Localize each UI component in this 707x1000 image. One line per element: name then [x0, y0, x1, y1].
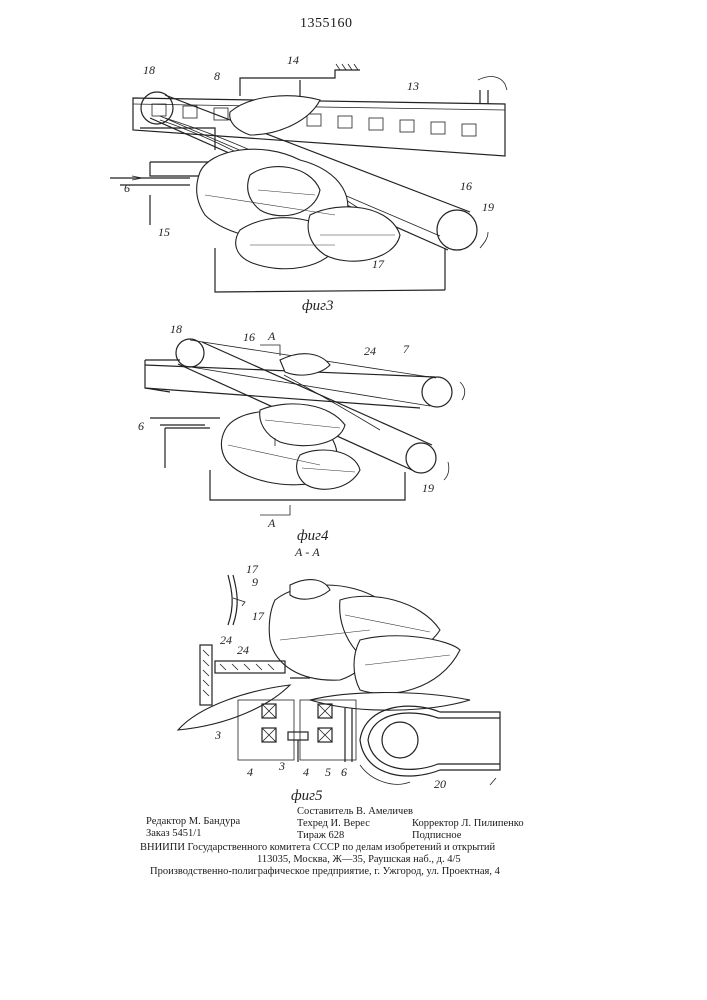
fig4-label-A-top: A [267, 329, 276, 343]
pulley-7-fig4 [422, 377, 452, 407]
pulley-18-fig4 [176, 339, 204, 367]
rod-24-horizontal [215, 661, 285, 673]
figure-3: 18 8 14 13 6 15 16 19 17 фиг3 [110, 53, 507, 314]
fig5-label-20: 20 [434, 777, 446, 791]
fig4-label-A-bottom: A [267, 516, 276, 530]
fig3-caption: фиг3 [302, 298, 334, 314]
fig5-label-17b: 17 [252, 609, 265, 623]
fig5-label-4a: 4 [247, 765, 253, 779]
fig5-label-9: 9 [252, 575, 258, 589]
fig5-label-3a: 3 [214, 728, 221, 742]
fig5-label-5: 5 [325, 765, 331, 779]
imprint-printer: Производственно-полиграфическое предприя… [150, 866, 500, 878]
fig3-label-6: 6 [124, 181, 130, 195]
fig4-label-16: 16 [243, 330, 255, 344]
fig3-label-13: 13 [407, 79, 419, 93]
fig5-caption: фиг5 [291, 788, 323, 804]
imprint-circulation: Тираж 628 [297, 830, 344, 842]
fig4-label-7: 7 [403, 342, 410, 356]
fig5-label-3b: 3 [278, 759, 285, 773]
fig5-label-6: 6 [341, 765, 347, 779]
fig3-label-16: 16 [460, 179, 472, 193]
fig5-label-24a: 24 [220, 633, 232, 647]
fig5-label-17a: 17 [246, 562, 259, 576]
imprint-order: Заказ 5451/1 [146, 828, 201, 840]
fig4-label-6: 6 [138, 419, 144, 433]
fig3-label-14: 14 [287, 53, 299, 67]
tobacco-leaves-fig3 [197, 96, 400, 269]
figure-5: А - А [178, 545, 500, 804]
imprint-techred: Техред И. Верес [297, 818, 370, 830]
fig5-label-24b: 24 [237, 643, 249, 657]
fig5-label-4b: 4 [303, 765, 309, 779]
imprint-corrector: Корректор Л. Пилипенко [412, 818, 524, 830]
pulley-19 [437, 210, 477, 250]
fig4-label-19: 19 [422, 481, 434, 495]
fig4-label-18: 18 [170, 322, 182, 336]
fig3-label-19: 19 [482, 200, 494, 214]
fig5-section-label: А - А [294, 545, 320, 559]
imprint-subscription: Подписное [412, 830, 461, 842]
roller-20-housing [360, 706, 500, 776]
rod-24-vertical [200, 645, 212, 705]
fig3-label-18: 18 [143, 63, 155, 77]
roller-20 [382, 722, 418, 758]
clamp-frame-right [300, 700, 356, 760]
fig3-label-8: 8 [214, 69, 220, 83]
imprint-compiler: Составитель В. Амеличев [297, 806, 413, 818]
fig4-caption: фиг4 [297, 528, 329, 544]
tobacco-leaves-fig4 [221, 354, 360, 490]
fig3-label-17: 17 [372, 257, 385, 271]
fig4-label-24: 24 [364, 344, 376, 358]
pulley-19-fig4 [406, 443, 436, 473]
imprint-address: 113035, Москва, Ж—35, Раушская наб., д. … [257, 854, 461, 866]
fig3-label-15: 15 [158, 225, 170, 239]
clamp-blocks [262, 704, 332, 742]
imprint-editor: Редактор М. Бандура [146, 816, 240, 828]
figure-4: 18 16 A 24 7 6 19 A фиг4 [138, 322, 465, 544]
imprint-vniipi: ВНИИПИ Государственного комитета СССР по… [140, 842, 495, 854]
